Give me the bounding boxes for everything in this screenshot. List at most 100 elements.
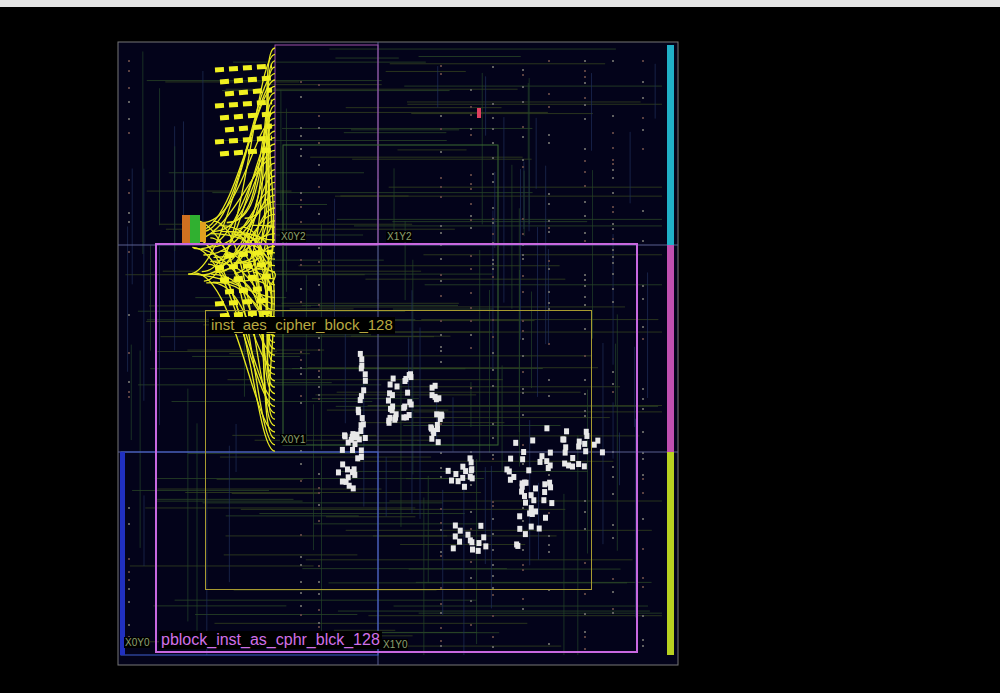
placed-cell bbox=[592, 442, 597, 448]
site-dot bbox=[522, 136, 524, 138]
site-dot bbox=[440, 186, 442, 188]
net-bundle bbox=[220, 150, 272, 154]
placed-cell bbox=[533, 485, 538, 491]
site-dot bbox=[440, 640, 442, 642]
site-dot bbox=[612, 249, 614, 251]
route-wire bbox=[630, 132, 631, 203]
route-wire bbox=[319, 306, 625, 307]
site-dot bbox=[470, 307, 472, 309]
site-dot bbox=[470, 174, 472, 176]
site-dot bbox=[318, 247, 320, 249]
site-dot bbox=[584, 160, 586, 162]
site-dot bbox=[492, 518, 494, 520]
route-wire bbox=[160, 336, 434, 337]
route-wire bbox=[491, 466, 492, 609]
site-dot bbox=[128, 87, 130, 89]
site-dot bbox=[470, 347, 472, 349]
route-wire bbox=[536, 118, 537, 189]
site-dot bbox=[584, 636, 586, 638]
site-dot bbox=[300, 206, 302, 208]
placed-cell bbox=[363, 378, 368, 384]
site-dot bbox=[300, 81, 302, 83]
site-dot bbox=[318, 520, 320, 522]
route-wire bbox=[212, 192, 532, 193]
route-wire bbox=[452, 397, 453, 451]
placed-cell bbox=[343, 433, 348, 439]
site-dot bbox=[318, 84, 320, 86]
site-dot bbox=[492, 594, 494, 596]
site-dot bbox=[642, 474, 644, 476]
site-dot bbox=[584, 528, 586, 530]
placed-cell bbox=[352, 441, 357, 447]
placed-cell bbox=[584, 429, 589, 435]
route-wire bbox=[587, 390, 588, 554]
site-dot bbox=[318, 127, 320, 129]
placed-cell bbox=[561, 437, 566, 443]
placed-cell bbox=[336, 469, 341, 475]
site-dot bbox=[492, 454, 494, 456]
site-dot bbox=[548, 302, 550, 304]
site-dot bbox=[492, 505, 494, 507]
io-bank bbox=[120, 452, 125, 655]
placed-cell bbox=[537, 526, 542, 532]
site-dot bbox=[318, 115, 320, 117]
placed-cell bbox=[350, 447, 355, 453]
placed-cell bbox=[543, 515, 548, 521]
site-dot bbox=[612, 159, 614, 161]
net-bundle bbox=[225, 252, 272, 256]
site-dot bbox=[612, 223, 614, 225]
site-dot bbox=[492, 218, 494, 220]
site-dot bbox=[548, 220, 550, 222]
site-dot bbox=[584, 393, 586, 395]
route-wire bbox=[172, 401, 373, 402]
site-dot bbox=[318, 284, 320, 286]
route-wire bbox=[340, 195, 408, 196]
site-dot bbox=[612, 60, 614, 62]
route-wire bbox=[281, 303, 458, 304]
route-wire bbox=[485, 76, 486, 135]
io-cell bbox=[190, 215, 200, 245]
site-dot bbox=[584, 70, 586, 72]
device-outline bbox=[118, 42, 678, 665]
site-dot bbox=[318, 337, 320, 339]
site-dot bbox=[548, 474, 550, 476]
site-dot bbox=[612, 132, 614, 134]
route-wire bbox=[442, 490, 443, 615]
site-dot bbox=[300, 148, 302, 150]
site-dot bbox=[522, 101, 524, 103]
route-wire bbox=[619, 433, 620, 486]
site-dot bbox=[128, 523, 130, 525]
site-dot bbox=[642, 338, 644, 340]
site-dot bbox=[522, 444, 524, 446]
placed-cell bbox=[481, 534, 486, 540]
route-wire bbox=[159, 246, 160, 425]
site-dot bbox=[128, 571, 130, 573]
route-wire bbox=[392, 221, 587, 222]
site-dot bbox=[492, 207, 494, 209]
site-dot bbox=[300, 135, 302, 137]
site-dot bbox=[318, 164, 320, 166]
site-dot bbox=[584, 279, 586, 281]
site-dot bbox=[522, 159, 524, 161]
route-wire bbox=[203, 502, 443, 503]
site-dot bbox=[470, 334, 472, 336]
placed-cell bbox=[351, 485, 356, 491]
placed-cell bbox=[476, 540, 481, 546]
site-dot bbox=[300, 367, 302, 369]
placed-cell bbox=[515, 543, 520, 549]
net-bundle bbox=[220, 78, 272, 82]
site-dot bbox=[492, 336, 494, 338]
route-wire bbox=[197, 423, 198, 649]
route-wire bbox=[142, 51, 143, 254]
site-dot bbox=[584, 511, 586, 513]
placed-cell bbox=[386, 398, 391, 404]
placed-cell bbox=[460, 475, 465, 481]
site-dot bbox=[128, 381, 130, 383]
route-wire bbox=[428, 476, 429, 583]
site-dot bbox=[642, 408, 644, 410]
site-dot bbox=[128, 179, 130, 181]
route-wire bbox=[397, 149, 466, 150]
io-cell bbox=[182, 215, 190, 245]
site-dot bbox=[642, 97, 644, 99]
